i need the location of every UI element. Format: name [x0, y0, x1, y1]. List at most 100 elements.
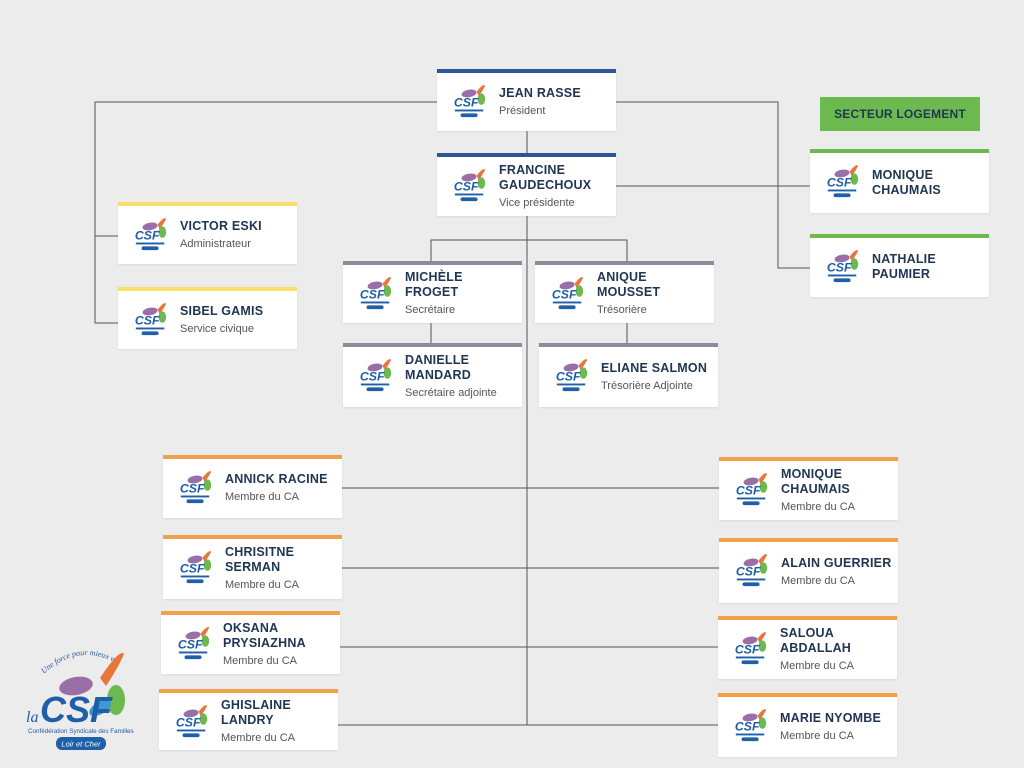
csf-logo-icon: CSF	[549, 275, 587, 311]
csf-logo-icon: CSF	[553, 357, 591, 393]
member-card-monique-chaumais-ca: CSF MONIQUE CHAUMAIS Membre du CA	[719, 457, 898, 520]
member-name: MARIE NYOMBE	[780, 710, 882, 725]
member-card-nathalie-paumier: CSF NATHALIE PAUMIER	[810, 234, 989, 297]
secteur-logement-label: SECTEUR LOGEMENT	[820, 97, 980, 131]
member-name: FRANCINE GAUDECHOUX	[499, 162, 592, 192]
member-card-sibel-gamis: CSF SIBEL GAMIS Service civique	[118, 287, 297, 349]
svg-text:CSF: CSF	[360, 288, 385, 302]
member-role: Vice présidente	[499, 196, 575, 209]
member-role: Membre du CA	[221, 731, 295, 744]
member-role: Secrétaire adjointe	[405, 387, 497, 399]
member-name: MICHÈLE FROGET	[405, 270, 463, 299]
csf-logo-icon: CSF	[177, 549, 215, 585]
logo-region: Loir et Cher	[61, 740, 101, 749]
svg-text:CSF: CSF	[556, 370, 581, 384]
csf-logo-icon: CSF	[132, 216, 170, 252]
card-text: GHISLAINE LANDRY Membre du CA	[221, 689, 332, 750]
svg-text:CSF: CSF	[135, 314, 160, 328]
card-color-bar	[437, 153, 616, 157]
svg-text:CSF: CSF	[360, 370, 385, 384]
csf-logo-icon: CSF	[132, 301, 170, 337]
csf-logo-icon: CSF	[177, 469, 215, 505]
card-text: ELIANE SALMON Trésorière Adjointe	[601, 343, 712, 407]
card-color-bar	[810, 234, 989, 238]
svg-text:CSF: CSF	[735, 720, 760, 734]
card-text: DANIELLE MANDARD Secrétaire adjointe	[405, 343, 516, 407]
svg-text:CSF: CSF	[735, 643, 760, 657]
csf-logo-icon: CSF	[733, 552, 771, 588]
svg-text:CSF: CSF	[552, 288, 577, 302]
member-name: GHISLAINE LANDRY	[221, 697, 291, 727]
member-name: NATHALIE PAUMIER	[872, 252, 936, 281]
card-color-bar	[343, 261, 522, 265]
logo-la: la	[26, 709, 38, 726]
member-role: Membre du CA	[781, 500, 855, 513]
card-text: VICTOR ESKI Administrateur	[180, 202, 291, 264]
member-role: Membre du CA	[780, 659, 854, 672]
card-text: MONIQUE CHAUMAIS Membre du CA	[781, 457, 892, 520]
member-name: DANIELLE MANDARD	[405, 353, 471, 382]
csf-logo-icon: CSF	[732, 707, 770, 743]
card-color-bar	[163, 535, 342, 539]
card-color-bar	[719, 457, 898, 461]
card-text: SIBEL GAMIS Service civique	[180, 287, 291, 349]
card-color-bar	[118, 202, 297, 206]
card-text: MICHÈLE FROGET Secrétaire	[405, 261, 516, 323]
member-role: Service civique	[180, 322, 254, 335]
svg-text:CSF: CSF	[827, 176, 852, 190]
member-role: Membre du CA	[781, 575, 855, 587]
member-role: Président	[499, 104, 546, 117]
card-color-bar	[118, 287, 297, 291]
member-card-eliane-salmon: CSF ELIANE SALMON Trésorière Adjointe	[539, 343, 718, 407]
member-name: SIBEL GAMIS	[180, 303, 264, 318]
member-name: ELIANE SALMON	[601, 360, 708, 375]
card-text: FRANCINE GAUDECHOUX Vice présidente	[499, 153, 610, 216]
member-role: Administrateur	[180, 237, 251, 250]
member-name: VICTOR ESKI	[180, 218, 262, 233]
member-role: Trésorière Adjointe	[601, 379, 693, 392]
member-card-danielle-mandard: CSF DANIELLE MANDARD Secrétaire adjointe	[343, 343, 522, 407]
member-name: MONIQUE CHAUMAIS	[781, 466, 850, 496]
card-color-bar	[718, 693, 897, 697]
svg-text:CSF: CSF	[827, 261, 852, 275]
card-text: ANNICK RACINE Membre du CA	[225, 455, 336, 518]
logo-brand: CSF	[40, 689, 113, 730]
csf-logo-icon: CSF	[451, 167, 489, 203]
card-color-bar	[719, 538, 898, 542]
member-name: CHRISITNE SERMAN	[225, 545, 295, 574]
card-color-bar	[810, 149, 989, 153]
csf-logo-icon: CSF	[451, 83, 489, 119]
member-card-francine-gaudechoux: CSF FRANCINE GAUDECHOUX Vice présidente	[437, 153, 616, 216]
svg-text:CSF: CSF	[176, 716, 201, 730]
svg-text:CSF: CSF	[454, 96, 479, 110]
card-color-bar	[343, 343, 522, 347]
member-name: OKSANA PRYSIAZHNA	[223, 620, 306, 650]
csf-logo-icon: CSF	[733, 471, 771, 507]
csf-logo-icon: CSF	[357, 275, 395, 311]
member-name: ANNICK RACINE	[225, 472, 328, 486]
card-color-bar	[535, 261, 714, 265]
svg-text:CSF: CSF	[135, 229, 160, 243]
member-role: Trésorière	[597, 304, 647, 316]
csf-logo-icon: CSF	[824, 163, 862, 199]
csf-logo-icon: CSF	[175, 625, 213, 661]
svg-text:CSF: CSF	[180, 482, 205, 496]
member-role: Membre du CA	[225, 491, 299, 503]
member-card-annick-racine: CSF ANNICK RACINE Membre du CA	[163, 455, 342, 518]
svg-text:CSF: CSF	[454, 180, 479, 194]
svg-text:CSF: CSF	[178, 638, 203, 652]
member-role: Secrétaire	[405, 304, 456, 316]
logo-full-name: Confédération Syndicale des Familles	[28, 728, 134, 735]
